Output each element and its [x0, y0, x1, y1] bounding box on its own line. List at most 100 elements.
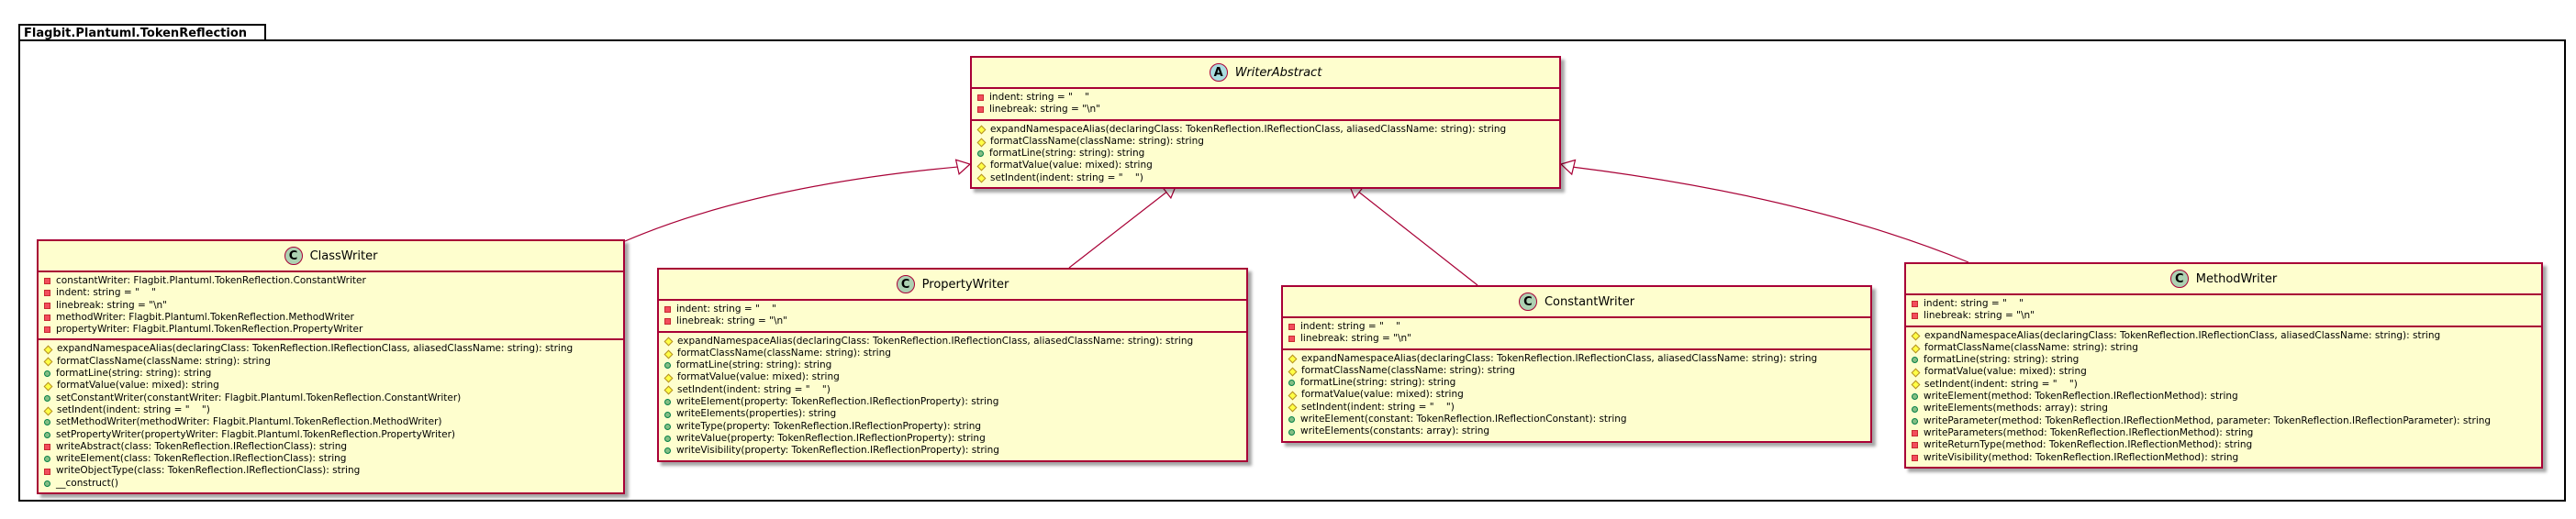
method-row: __construct()	[44, 478, 618, 490]
method-text: formatValue(value: mixed): string	[57, 380, 219, 392]
protected-visibility-icon	[44, 358, 51, 365]
method-text: formatLine(string: string): string	[989, 148, 1145, 160]
method-row: formatValue(value: mixed): string	[44, 380, 618, 392]
field-row: linebreak: string = "\n"	[44, 300, 618, 312]
field-row: indent: string = " "	[1912, 298, 2536, 310]
method-text: formatValue(value: mixed): string	[1924, 366, 2087, 378]
method-row: writeParameter(method: TokenReflection.I…	[1912, 415, 2536, 427]
private-visibility-icon	[977, 94, 984, 102]
field-row: indent: string = " "	[1288, 321, 1865, 333]
method-row: formatLine(string: string): string	[664, 359, 1241, 371]
method-text: setPropertyWriter(propertyWriter: Flagbi…	[56, 428, 455, 440]
method-row: setIndent(indent: string = " ")	[1288, 402, 1865, 414]
private-visibility-icon	[1912, 442, 1918, 449]
field-text: constantWriter: Flagbit.Plantuml.TokenRe…	[56, 275, 366, 286]
method-text: writeElements(constants: array): string	[1300, 425, 1490, 437]
field-row: propertyWriter: Flagbit.Plantuml.TokenRe…	[44, 324, 618, 336]
inheritance-line-method-writer	[1573, 166, 1969, 263]
field-row: methodWriter: Flagbit.Plantuml.TokenRefl…	[44, 312, 618, 324]
method-text: formatLine(string: string): string	[1300, 377, 1456, 389]
public-visibility-icon	[44, 419, 50, 426]
class-icon: C	[2169, 270, 2189, 288]
method-row: writeElement(method: TokenReflection.IRe…	[1912, 391, 2536, 403]
public-visibility-icon	[44, 456, 50, 463]
method-row: formatValue(value: mixed): string	[977, 160, 1554, 171]
field-row: constantWriter: Flagbit.Plantuml.TokenRe…	[44, 275, 618, 287]
class-name: ConstantWriter	[1544, 294, 1635, 309]
private-visibility-icon	[44, 302, 50, 309]
private-visibility-icon	[977, 106, 984, 114]
method-text: formatClassName(className: string): stri…	[677, 347, 891, 359]
field-text: indent: string = " "	[676, 304, 776, 315]
methods-section: expandNamespaceAlias(declaringClass: Tok…	[1906, 327, 2541, 467]
private-visibility-icon	[664, 318, 671, 326]
class-header: C ConstantWriter	[1283, 287, 1870, 318]
private-visibility-icon	[44, 315, 50, 322]
public-visibility-icon	[664, 436, 671, 443]
method-row: formatClassName(className: string): stri…	[44, 356, 618, 368]
protected-visibility-icon	[1912, 369, 1919, 376]
field-text: indent: string = " "	[1924, 298, 2024, 309]
protected-visibility-icon	[664, 350, 672, 358]
methods-section: expandNamespaceAlias(declaringClass: Tok…	[659, 333, 1246, 460]
method-row: formatClassName(className: string): stri…	[664, 348, 1241, 359]
method-text: formatLine(string: string): string	[1924, 354, 2080, 366]
protected-visibility-icon	[977, 174, 985, 182]
public-visibility-icon	[977, 150, 984, 158]
methods-section: expandNamespaceAlias(declaringClass: Tok…	[39, 340, 623, 492]
field-text: propertyWriter: Flagbit.Plantuml.TokenRe…	[56, 324, 363, 336]
method-row: writeElement(class: TokenReflection.IRef…	[44, 453, 618, 465]
method-text: writeVisibility(property: TokenReflectio…	[676, 445, 999, 457]
method-text: expandNamespaceAlias(declaringClass: Tok…	[1301, 352, 1818, 364]
private-visibility-icon	[1912, 313, 1918, 320]
method-row: writeType(property: TokenReflection.IRef…	[664, 421, 1241, 433]
method-row: expandNamespaceAlias(declaringClass: Tok…	[1288, 353, 1865, 365]
method-row: writeVisibility(property: TokenReflectio…	[664, 445, 1241, 457]
public-visibility-icon	[1912, 393, 1918, 401]
field-text: indent: string = " "	[989, 92, 1089, 103]
abstract-class-icon: A	[1209, 63, 1228, 82]
class-icon: C	[1518, 293, 1537, 311]
inheritance-arrowhead-class-writer	[954, 159, 972, 175]
method-row: writeVisibility(method: TokenReflection.…	[1912, 452, 2536, 464]
method-row: formatClassName(className: string): stri…	[977, 136, 1554, 148]
private-visibility-icon	[1912, 301, 1918, 308]
field-row: indent: string = " "	[977, 92, 1554, 104]
public-visibility-icon	[1912, 405, 1918, 413]
method-text: formatClassName(className: string): stri…	[1301, 364, 1515, 376]
method-text: formatClassName(className: string): stri…	[1924, 341, 2138, 353]
method-text: writeParameter(method: TokenReflection.I…	[1924, 414, 2492, 426]
method-text: expandNamespaceAlias(declaringClass: Tok…	[1924, 329, 2441, 341]
method-row: formatValue(value: mixed): string	[1912, 366, 2536, 378]
public-visibility-icon	[1288, 380, 1295, 387]
public-visibility-icon	[664, 399, 671, 406]
method-row: expandNamespaceAlias(declaringClass: Tok…	[664, 336, 1241, 348]
fields-section: indent: string = " "linebreak: string = …	[972, 89, 1559, 121]
public-visibility-icon	[664, 362, 671, 370]
method-text: writeObjectType(class: TokenReflection.I…	[56, 465, 361, 477]
protected-visibility-icon	[1288, 355, 1296, 362]
method-text: formatValue(value: mixed): string	[990, 160, 1153, 171]
method-text: setIndent(indent: string = " ")	[1924, 378, 2078, 390]
method-row: writeElements(properties): string	[664, 408, 1241, 420]
method-text: writeAbstract(class: TokenReflection.IRe…	[56, 440, 348, 452]
protected-visibility-icon	[44, 407, 51, 414]
method-text: setIndent(indent: string = " ")	[677, 383, 831, 395]
field-row: linebreak: string = "\n"	[664, 315, 1241, 327]
private-visibility-icon	[1912, 454, 1918, 461]
protected-visibility-icon	[1912, 381, 1919, 388]
method-text: formatLine(string: string): string	[676, 359, 832, 371]
method-text: setIndent(indent: string = " ")	[1301, 401, 1455, 413]
private-visibility-icon	[44, 278, 50, 285]
method-row: writeReturnType(method: TokenReflection.…	[1912, 439, 2536, 451]
protected-visibility-icon	[977, 162, 985, 170]
method-text: expandNamespaceAlias(declaringClass: Tok…	[990, 123, 1507, 135]
public-visibility-icon	[44, 431, 50, 438]
field-text: linebreak: string = "\n"	[989, 104, 1101, 116]
